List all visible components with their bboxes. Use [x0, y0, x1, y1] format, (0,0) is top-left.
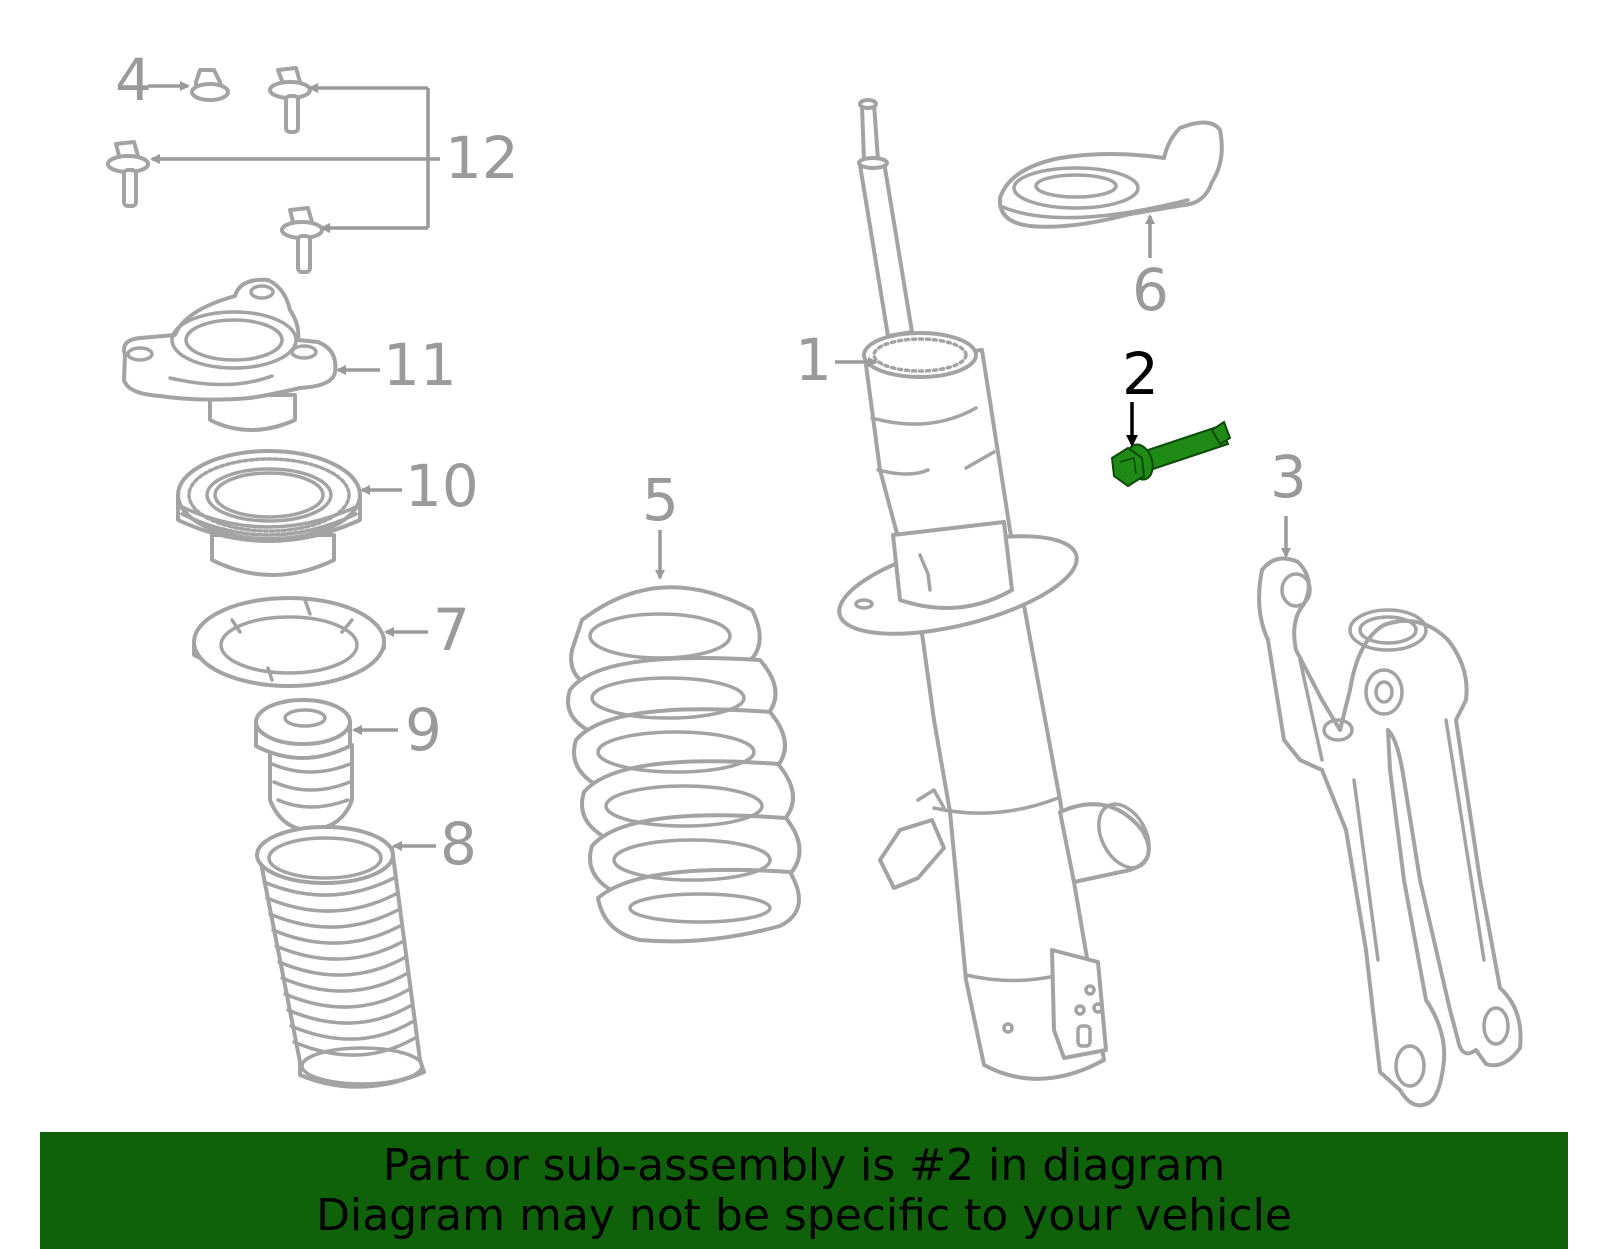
part-12-bolt-upper[interactable]	[268, 66, 312, 134]
part-3-knuckle[interactable]	[1257, 556, 1523, 1108]
callout-4: 4	[115, 46, 152, 114]
callout-6: 6	[1132, 256, 1169, 324]
part-11-strut-mount[interactable]	[122, 277, 338, 432]
part-10-bearing[interactable]	[176, 449, 362, 577]
part-12-bolt-left[interactable]	[106, 140, 150, 208]
callout-7: 7	[433, 596, 470, 664]
part-8-dust-boot[interactable]	[255, 825, 426, 1089]
part-7-spring-seat[interactable]	[192, 596, 386, 688]
callout-2: 2	[1122, 340, 1159, 408]
callout-10: 10	[405, 452, 479, 520]
part-12-bolt-lower[interactable]	[280, 206, 324, 274]
callout-5: 5	[642, 466, 679, 534]
part-6-insulator[interactable]	[997, 120, 1224, 229]
callout-1: 1	[795, 326, 832, 394]
banner-line-2: Diagram may not be specific to your vehi…	[316, 1189, 1292, 1241]
part-4-nut[interactable]	[190, 68, 230, 102]
callout-11: 11	[383, 331, 457, 399]
callout-12: 12	[445, 124, 519, 192]
part-5-coil-spring[interactable]	[566, 585, 802, 944]
leader-12	[150, 83, 440, 233]
callout-3: 3	[1270, 443, 1307, 511]
part-2-bolt[interactable]	[1110, 420, 1232, 488]
part-9-bump-stop[interactable]	[254, 698, 354, 832]
callout-8: 8	[440, 810, 477, 878]
info-banner: Part or sub-assembly is #2 in diagram Di…	[40, 1132, 1568, 1249]
callout-9: 9	[405, 696, 442, 764]
parts-diagram: 4 12 11	[106, 46, 1523, 1108]
part-1-strut[interactable]	[830, 98, 1159, 1081]
banner-line-1: Part or sub-assembly is #2 in diagram	[382, 1139, 1226, 1191]
